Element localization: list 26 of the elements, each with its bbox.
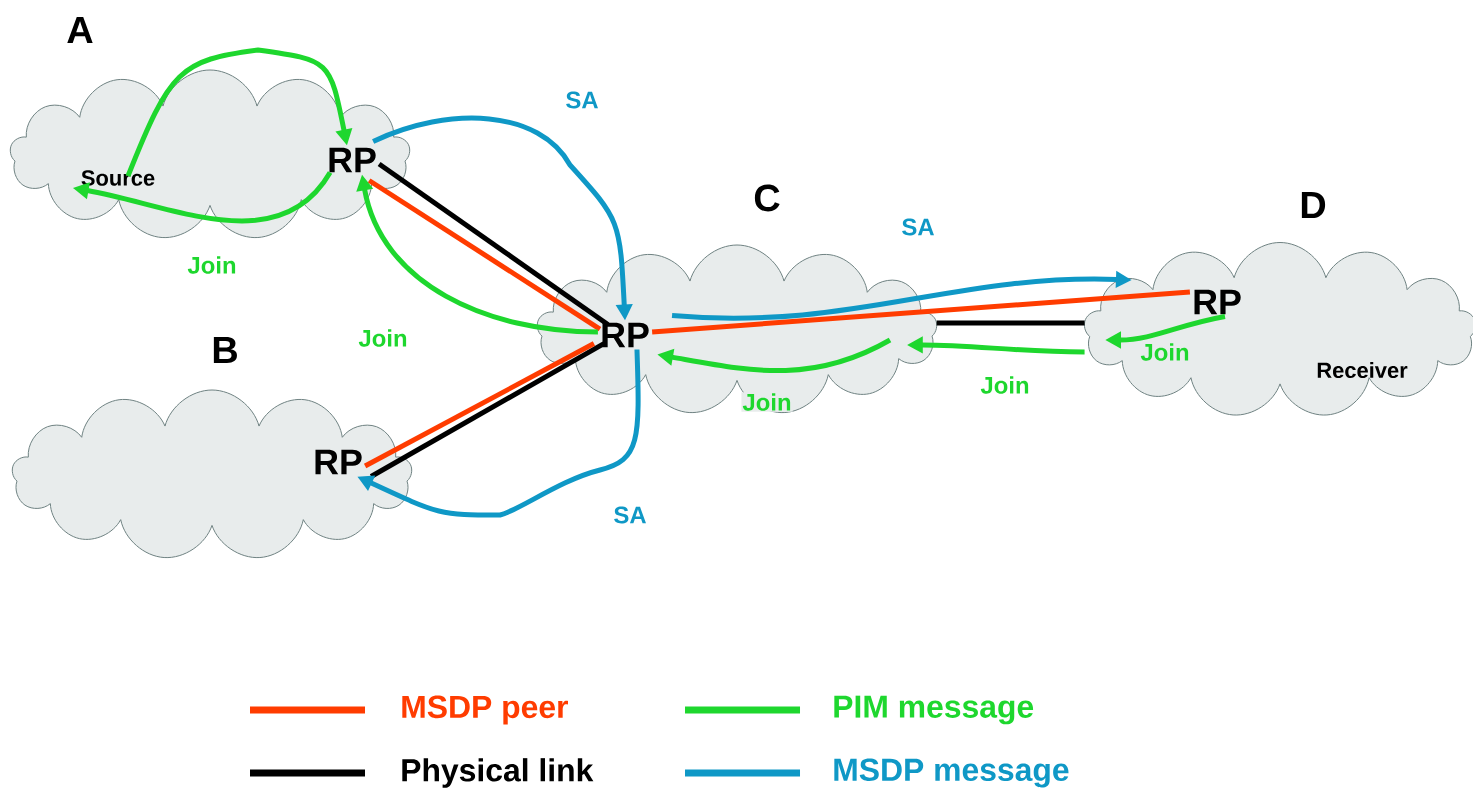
edge-label: SA <box>612 505 648 525</box>
legend-label: PIM message <box>834 695 1034 725</box>
router-label: RP <box>329 147 376 173</box>
edge-label: Join <box>357 328 409 348</box>
router-label: RP <box>315 449 362 475</box>
router-label: RP <box>602 322 649 348</box>
legend-label: Physical link <box>402 758 594 788</box>
legend-label: MSDP message <box>834 758 1069 788</box>
cloud-heading: B <box>213 337 237 364</box>
arrow <box>125 47 353 177</box>
link-line <box>651 289 1191 335</box>
link-line <box>377 161 610 327</box>
host-label: Source <box>81 170 155 186</box>
cloud-heading: D <box>1301 192 1326 218</box>
edge-label: SA <box>564 90 600 110</box>
edge-label: Join <box>186 255 238 275</box>
link-line <box>936 320 1085 326</box>
legend-label: MSDP peer <box>402 695 568 725</box>
cloud-heading: C <box>754 184 780 212</box>
router-label: RP <box>1194 289 1241 315</box>
edge-label: Join <box>1139 342 1191 362</box>
edge-label: SA <box>900 217 936 237</box>
edge-label: Join <box>979 375 1031 395</box>
host-label: Receiver <box>1317 361 1408 379</box>
cloud-heading: A <box>67 17 93 43</box>
edge-label: Join <box>741 392 793 412</box>
